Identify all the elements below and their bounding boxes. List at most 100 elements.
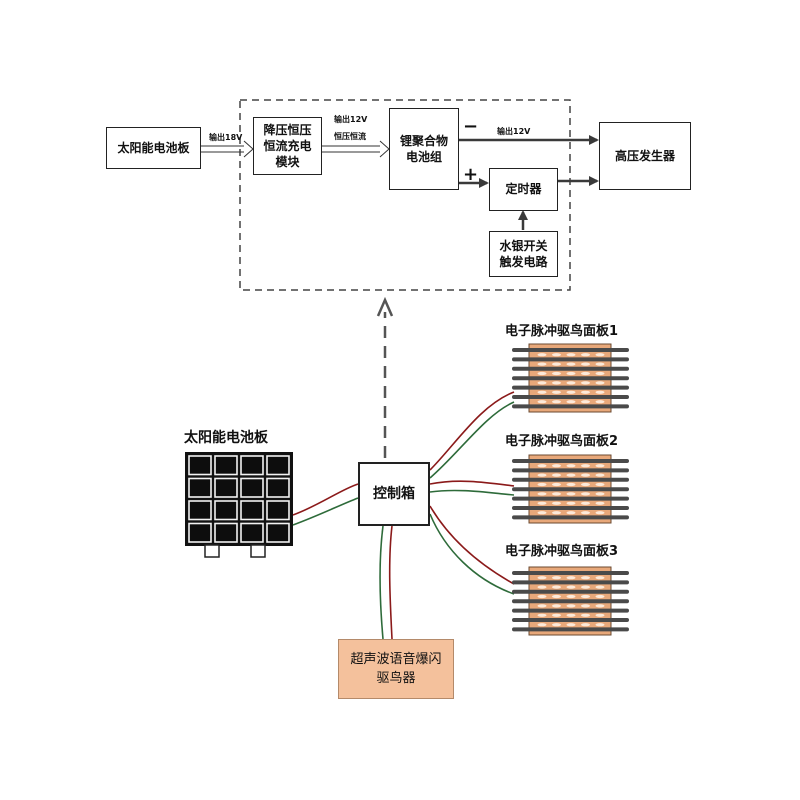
- panel-1-title: 电子脉冲驱鸟面板1: [505, 324, 619, 339]
- wire-green: [429, 513, 515, 595]
- electrode-dot: [566, 585, 576, 589]
- wire-green: [292, 497, 359, 526]
- electrode-dot: [552, 585, 561, 589]
- dashed-arrowhead: [376, 296, 394, 317]
- solar-cell: [214, 455, 238, 476]
- electrode-dot: [581, 381, 590, 385]
- electrode-dot: [566, 576, 576, 580]
- hv-generator-label: 高压发生器: [614, 148, 675, 163]
- electrode-dot: [581, 613, 590, 617]
- electrode-dot: [595, 353, 605, 357]
- bird-repeller-panel-1: [512, 343, 629, 413]
- electrode-dot: [566, 492, 576, 496]
- electrode-dot: [581, 501, 590, 505]
- electrode-dot: [537, 371, 547, 376]
- electrode-dot: [537, 482, 547, 487]
- electrode-dot: [595, 501, 605, 505]
- solar-cell: [266, 522, 290, 543]
- solar-cell: [240, 500, 264, 521]
- electrode-dot: [552, 381, 561, 385]
- electrode-dot: [581, 353, 590, 357]
- electrode-dot: [595, 511, 605, 515]
- electrode-dot: [566, 613, 576, 617]
- electrode-dot: [566, 501, 576, 505]
- electrode-dot: [537, 623, 547, 627]
- constant-voltage-current-label: 恒压恒流: [334, 132, 366, 141]
- electrode-dot: [552, 362, 561, 366]
- electrode-dot: [552, 623, 561, 627]
- electrode-dot: [595, 473, 605, 477]
- electrode-dot: [581, 473, 590, 477]
- solar-foot-left: [204, 544, 220, 558]
- electrode-dot: [595, 623, 605, 627]
- electrode-dot: [581, 464, 590, 468]
- solar-panel-box-label: 太阳能电池板: [117, 140, 190, 155]
- electrode-dot: [537, 492, 547, 496]
- electrode-dot: [595, 482, 605, 487]
- charger-module-box: 降压恒压恒流充电模块: [253, 117, 322, 175]
- solar-panel-graphic: [185, 452, 293, 558]
- electrode-dot: [566, 594, 576, 599]
- electrode-dot: [581, 511, 590, 515]
- electrode-dot: [552, 604, 561, 608]
- electrode-dot: [595, 371, 605, 376]
- electrode-dot: [552, 492, 561, 496]
- electrode-dot: [581, 390, 590, 394]
- solar-cell: [214, 477, 238, 498]
- electrode-dot: [566, 381, 576, 385]
- wire-red: [429, 505, 515, 585]
- electrode-dot: [595, 594, 605, 599]
- electrode-dot: [581, 492, 590, 496]
- electrode-dot: [581, 604, 590, 608]
- solar-cell: [214, 500, 238, 521]
- electrode-dot: [566, 353, 576, 357]
- electrode-dot: [581, 482, 590, 487]
- electrode-dot: [566, 623, 576, 627]
- electrode-dot: [552, 473, 561, 477]
- electrode-dot: [595, 585, 605, 589]
- solar-cell: [188, 477, 212, 498]
- electrode-dot: [552, 353, 561, 357]
- electrode-dot: [537, 353, 547, 357]
- electrode-dot: [552, 501, 561, 505]
- electrode-dot: [566, 371, 576, 376]
- output-12v-label-2: 输出12V: [497, 127, 531, 136]
- bird-repeller-panel-2: [512, 454, 629, 524]
- battery-box: 锂聚合物电池组: [389, 108, 459, 190]
- plus-sign: +: [463, 164, 479, 185]
- electrode-dot: [595, 381, 605, 385]
- electrode-dot: [581, 362, 590, 366]
- electrode-dot: [537, 390, 547, 394]
- electrode-dot: [537, 400, 547, 404]
- electrode-dot: [537, 501, 547, 505]
- electrode-dot: [552, 576, 561, 580]
- solar-cell: [188, 522, 212, 543]
- electrode-dot: [566, 464, 576, 468]
- electrode-dot: [537, 464, 547, 468]
- timer-label: 定时器: [505, 182, 542, 197]
- electrode-dot: [581, 585, 590, 589]
- solar-panel-title: 太阳能电池板: [184, 430, 268, 446]
- wire-red: [292, 483, 359, 516]
- electrode-dot: [595, 464, 605, 468]
- arrow-charger-to-battery: [322, 140, 390, 158]
- ultrasonic-repeller-box: 超声波语音爆闪驱鸟器: [338, 639, 454, 699]
- electrode-dot: [537, 585, 547, 589]
- electrode-dot: [537, 576, 547, 580]
- dashed-enclosure: [239, 99, 571, 291]
- electrode-dot: [552, 390, 561, 394]
- output-12v-label-1: 输出12V: [334, 115, 368, 124]
- electrode-dot: [552, 464, 561, 468]
- electrode-dot: [566, 362, 576, 366]
- solar-cell: [240, 522, 264, 543]
- battery-label: 锂聚合物电池组: [399, 133, 448, 164]
- electrode-dot: [595, 604, 605, 608]
- electrode-dot: [537, 613, 547, 617]
- hv-generator-box: 高压发生器: [599, 122, 691, 190]
- electrode-dot: [552, 594, 561, 599]
- solar-cell: [266, 500, 290, 521]
- electrode-dot: [581, 400, 590, 404]
- electrode-dot: [566, 482, 576, 487]
- solar-cell: [266, 477, 290, 498]
